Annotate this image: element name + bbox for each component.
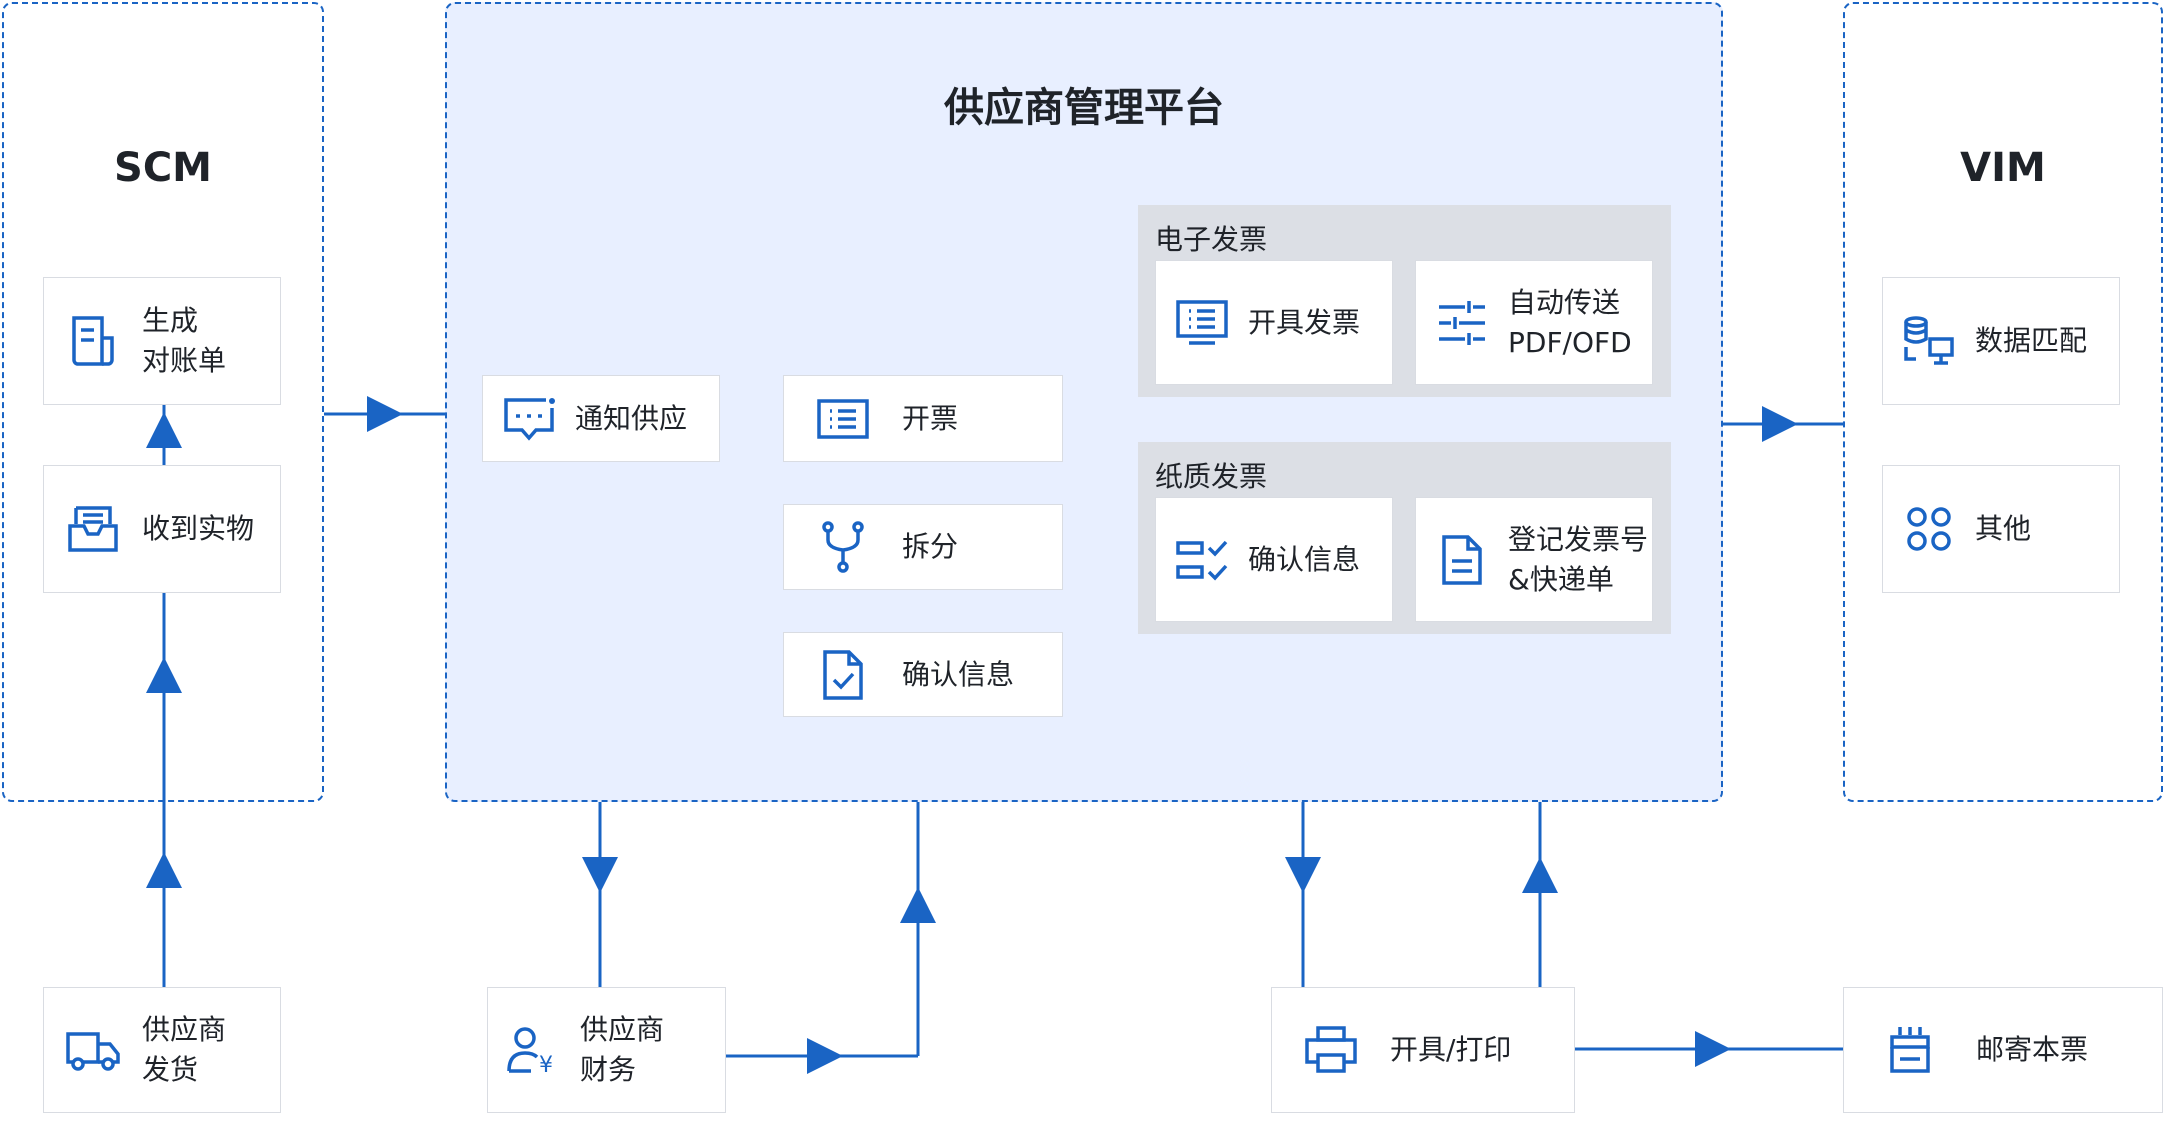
receive-goods-label: 收到实物 <box>142 512 255 545</box>
checklist-icon <box>1156 538 1248 582</box>
confirm-info-paper-node[interactable]: 确认信息 <box>1155 497 1393 622</box>
issue-print-node[interactable]: 开具/打印 <box>1271 987 1575 1113</box>
split-node[interactable]: 拆分 <box>783 504 1063 590</box>
paper-invoice-title: 纸质发票 <box>1155 460 1268 493</box>
invoice-label: 开票 <box>902 401 959 435</box>
vim-title: VIM <box>1960 145 2046 191</box>
data-match-label: 数据匹配 <box>1975 324 2088 357</box>
inbox-icon <box>44 504 142 554</box>
issue-print-label: 开具/打印 <box>1390 1033 1512 1066</box>
user-yen-icon: ¥ <box>488 1025 580 1075</box>
issue-invoice-node[interactable]: 开具发票 <box>1155 260 1393 385</box>
register-invoice-node[interactable]: 登记发票号 &快递单 <box>1415 497 1653 622</box>
invoice-node[interactable]: 开票 <box>783 375 1063 462</box>
generate-statement-node[interactable]: 生成 对账单 <box>43 277 281 405</box>
auto-send-label: 自动传送 PDF/OFD <box>1508 285 1632 359</box>
truck-icon <box>44 1028 142 1072</box>
split-label: 拆分 <box>902 530 959 563</box>
register-invoice-label: 登记发票号 &快递单 <box>1508 522 1649 596</box>
database-icon <box>1883 315 1975 367</box>
notify-supplier-label: 通知供应 <box>575 401 688 435</box>
vim-panel <box>1843 2 2163 802</box>
mail-box-icon <box>1844 1023 1976 1077</box>
other-node[interactable]: 其他 <box>1882 465 2120 593</box>
grid-circles-icon <box>1883 505 1975 553</box>
mail-invoice-label: 邮寄本票 <box>1976 1033 2089 1066</box>
supplier-finance-node[interactable]: ¥ 供应商 财务 <box>487 987 726 1113</box>
list-icon <box>784 398 902 440</box>
svg-text:¥: ¥ <box>539 1053 553 1075</box>
scm-title: SCM <box>114 145 212 191</box>
monitor-list-icon <box>1156 299 1248 347</box>
scm-panel <box>2 2 324 802</box>
receive-goods-node[interactable]: 收到实物 <box>43 465 281 593</box>
mail-invoice-node[interactable]: 邮寄本票 <box>1843 987 2163 1113</box>
issue-invoice-label: 开具发票 <box>1248 305 1361 339</box>
supplier-ship-label: 供应商 发货 <box>142 1013 227 1086</box>
message-icon <box>483 396 575 442</box>
split-icon <box>784 520 902 574</box>
file-text-icon <box>1416 533 1508 587</box>
sliders-icon <box>1416 299 1508 347</box>
supplier-finance-label: 供应商 财务 <box>580 1013 665 1086</box>
confirm-info-label: 确认信息 <box>902 657 1015 691</box>
other-label: 其他 <box>1975 512 2032 545</box>
file-check-icon <box>784 648 902 702</box>
printer-icon <box>1272 1025 1390 1075</box>
confirm-info-node[interactable]: 确认信息 <box>783 632 1063 717</box>
data-match-node[interactable]: 数据匹配 <box>1882 277 2120 405</box>
electronic-invoice-title: 电子发票 <box>1155 223 1268 256</box>
notify-supplier-node[interactable]: 通知供应 <box>482 375 720 462</box>
auto-send-node[interactable]: 自动传送 PDF/OFD <box>1415 260 1653 385</box>
confirm-info-paper-label: 确认信息 <box>1248 542 1361 576</box>
supplier-ship-node[interactable]: 供应商 发货 <box>43 987 281 1113</box>
document-icon <box>44 314 142 368</box>
generate-statement-label: 生成 对账单 <box>142 304 227 377</box>
platform-title: 供应商管理平台 <box>944 85 1224 131</box>
